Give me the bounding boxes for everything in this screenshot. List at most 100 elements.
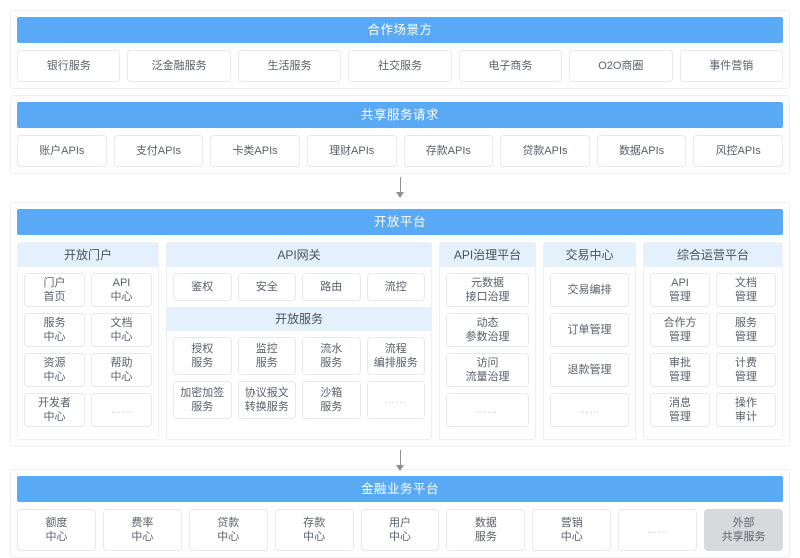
tile-ecommerce[interactable]: 电子商务	[458, 50, 563, 82]
open-platform-section: 开放平台 开放门户 门户 首页 API 中心 服务 中心 文档 中心 资源 中心…	[10, 202, 790, 447]
open-service-tile-block: 授权 服务 监控 服务 流水 服务 流程 编排服务 加密加签 服务 协议报文 转…	[167, 331, 431, 425]
tile-doc-center[interactable]: 文档 中心	[91, 313, 152, 347]
tile-open-service-more[interactable]: ……	[366, 381, 425, 419]
arrow-down-to-finance-platform	[10, 447, 790, 471]
tile-portal-more[interactable]: ……	[91, 393, 152, 427]
panel-api-gateway-body: 鉴权 安全 路由 流控 开放服务 授权 服务 监控 服务 流水 服务 流程 编排…	[167, 267, 431, 433]
shared-service-request-tiles: 账户APIs 支付APIs 卡类APIs 理财APIs 存款APIs 贷款API…	[17, 135, 783, 167]
tile-dynamic-parameter-governance[interactable]: 动态 参数治理	[446, 313, 529, 347]
tile-authorization-service[interactable]: 授权 服务	[173, 337, 232, 375]
open-platform-header: 开放平台	[17, 209, 783, 235]
finance-business-platform-section: 金融业务平台 额度 中心 费率 中心 贷款 中心 存款 中心 用户 中心 数据 …	[10, 469, 790, 558]
panel-transaction-center-title: 交易中心	[544, 243, 635, 267]
tile-payment-apis[interactable]: 支付APIs	[113, 135, 204, 167]
panel-api-gateway-title: API网关	[167, 243, 431, 267]
tile-doc-management[interactable]: 文档 管理	[716, 273, 776, 307]
partner-scenario-tiles: 银行服务 泛金融服务 生活服务 社交服务 电子商务 O2O商圈 事件营销	[17, 50, 783, 82]
open-service-tile-grid: 授权 服务 监控 服务 流水 服务 流程 编排服务 加密加签 服务 协议报文 转…	[173, 337, 425, 419]
tile-general-finance[interactable]: 泛金融服务	[127, 50, 231, 82]
tile-api-governance-more[interactable]: ……	[446, 393, 529, 427]
tile-rate-center[interactable]: 费率 中心	[102, 509, 182, 551]
tile-routing[interactable]: 路由	[302, 273, 361, 301]
tile-encryption-signing-service[interactable]: 加密加签 服务	[173, 381, 232, 419]
tile-api-center[interactable]: API 中心	[91, 273, 152, 307]
tile-monitoring-service[interactable]: 监控 服务	[237, 337, 296, 375]
tile-wealth-apis[interactable]: 理财APIs	[306, 135, 397, 167]
tile-developer-center[interactable]: 开发者 中心	[24, 393, 85, 427]
panel-open-portal-body: 门户 首页 API 中心 服务 中心 文档 中心 资源 中心 帮助 中心 开发者…	[18, 267, 158, 433]
panel-open-portal: 开放门户 门户 首页 API 中心 服务 中心 文档 中心 资源 中心 帮助 中…	[17, 242, 159, 440]
tile-transaction-orchestration[interactable]: 交易编排	[550, 273, 629, 307]
tile-metadata-interface-governance[interactable]: 元数据 接口治理	[446, 273, 529, 307]
tile-transaction-flow-service[interactable]: 流水 服务	[302, 337, 361, 375]
panel-integrated-operations-title: 综合运营平台	[644, 243, 782, 267]
tile-transaction-more[interactable]: ……	[550, 393, 629, 427]
api-governance-tile-list: 元数据 接口治理 动态 参数治理 访问 流量治理 ……	[446, 273, 529, 427]
shared-service-request-section: 共享服务请求 账户APIs 支付APIs 卡类APIs 理财APIs 存款API…	[10, 95, 790, 174]
tile-credit-limit-center[interactable]: 额度 中心	[17, 509, 96, 551]
architecture-diagram: 合作场景方 银行服务 泛金融服务 生活服务 社交服务 电子商务 O2O商圈 事件…	[10, 10, 790, 558]
api-gateway-tile-grid: 鉴权 安全 路由 流控	[173, 273, 425, 301]
tile-message-management[interactable]: 消息 管理	[650, 393, 710, 427]
open-portal-tile-grid: 门户 首页 API 中心 服务 中心 文档 中心 资源 中心 帮助 中心 开发者…	[24, 273, 152, 427]
tile-service-center[interactable]: 服务 中心	[24, 313, 85, 347]
panel-integrated-operations: 综合运营平台 API 管理 文档 管理 合作方 管理 服务 管理 审批 管理 计…	[643, 242, 783, 440]
arrow-down-icon	[396, 450, 404, 471]
tile-social-service[interactable]: 社交服务	[348, 50, 452, 82]
tile-loan-apis[interactable]: 贷款APIs	[500, 135, 590, 167]
open-platform-columns: 开放门户 门户 首页 API 中心 服务 中心 文档 中心 资源 中心 帮助 中…	[17, 242, 783, 440]
panel-transaction-center: 交易中心 交易编排 订单管理 退款管理 ……	[543, 242, 636, 440]
arrow-down-icon	[396, 177, 404, 198]
transaction-center-tile-list: 交易编排 订单管理 退款管理 ……	[550, 273, 629, 427]
tile-finance-more[interactable]: ……	[618, 509, 698, 551]
tile-account-apis[interactable]: 账户APIs	[17, 135, 107, 167]
panel-api-governance-body: 元数据 接口治理 动态 参数治理 访问 流量治理 ……	[440, 267, 535, 433]
tile-operation-audit[interactable]: 操作 审计	[716, 393, 776, 427]
panel-transaction-center-body: 交易编排 订单管理 退款管理 ……	[544, 267, 635, 433]
tile-flow-control[interactable]: 流控	[366, 273, 425, 301]
tile-bank-service[interactable]: 银行服务	[17, 50, 121, 82]
arrow-down-to-open-platform	[10, 174, 790, 198]
api-gateway-tile-block: 鉴权 安全 路由 流控	[167, 267, 431, 307]
tile-resource-center[interactable]: 资源 中心	[24, 353, 85, 387]
tile-help-center[interactable]: 帮助 中心	[91, 353, 152, 387]
tile-portal-home[interactable]: 门户 首页	[24, 273, 85, 307]
panel-open-service-title: 开放服务	[167, 307, 431, 331]
operations-tile-grid: API 管理 文档 管理 合作方 管理 服务 管理 审批 管理 计费 管理 消息…	[650, 273, 776, 427]
panel-integrated-operations-body: API 管理 文档 管理 合作方 管理 服务 管理 审批 管理 计费 管理 消息…	[644, 267, 782, 433]
tile-billing-management[interactable]: 计费 管理	[716, 353, 776, 387]
tile-sandbox-service[interactable]: 沙箱 服务	[302, 381, 361, 419]
tile-service-management[interactable]: 服务 管理	[716, 313, 776, 347]
tile-loan-center[interactable]: 贷款 中心	[188, 509, 268, 551]
partner-scenario-header: 合作场景方	[17, 17, 783, 43]
tile-order-management[interactable]: 订单管理	[550, 313, 629, 347]
tile-api-management[interactable]: API 管理	[650, 273, 710, 307]
tile-life-service[interactable]: 生活服务	[237, 50, 342, 82]
tile-deposit-center[interactable]: 存款 中心	[274, 509, 354, 551]
tile-o2o-business-circle[interactable]: O2O商圈	[569, 50, 673, 82]
finance-platform-tiles: 额度 中心 费率 中心 贷款 中心 存款 中心 用户 中心 数据 服务 营销 中…	[17, 509, 784, 551]
shared-service-request-header: 共享服务请求	[17, 102, 783, 128]
tile-user-center[interactable]: 用户 中心	[360, 509, 440, 551]
tile-marketing-center[interactable]: 营销 中心	[532, 509, 612, 551]
tile-event-marketing[interactable]: 事件营销	[679, 50, 783, 82]
tile-data-service[interactable]: 数据 服务	[446, 509, 526, 551]
tile-access-traffic-governance[interactable]: 访问 流量治理	[446, 353, 529, 387]
partner-scenario-section: 合作场景方 银行服务 泛金融服务 生活服务 社交服务 电子商务 O2O商圈 事件…	[10, 10, 790, 89]
tile-card-apis[interactable]: 卡类APIs	[210, 135, 300, 167]
panel-api-governance-title: API治理平台	[440, 243, 535, 267]
tile-protocol-message-conversion-service[interactable]: 协议报文 转换服务	[237, 381, 296, 419]
tile-partner-management[interactable]: 合作方 管理	[650, 313, 710, 347]
tile-riskctrl-apis[interactable]: 风控APIs	[693, 135, 783, 167]
finance-business-platform-header: 金融业务平台	[17, 476, 783, 502]
tile-process-orchestration-service[interactable]: 流程 编排服务	[366, 337, 425, 375]
panel-api-governance: API治理平台 元数据 接口治理 动态 参数治理 访问 流量治理 ……	[439, 242, 536, 440]
tile-deposit-apis[interactable]: 存款APIs	[403, 135, 494, 167]
tile-data-apis[interactable]: 数据APIs	[596, 135, 687, 167]
tile-security[interactable]: 安全	[237, 273, 296, 301]
tile-authentication[interactable]: 鉴权	[173, 273, 232, 301]
tile-approval-management[interactable]: 审批 管理	[650, 353, 710, 387]
panel-open-portal-title: 开放门户	[18, 243, 158, 267]
tile-external-shared-service[interactable]: 外部 共享服务	[704, 509, 784, 551]
tile-refund-management[interactable]: 退款管理	[550, 353, 629, 387]
